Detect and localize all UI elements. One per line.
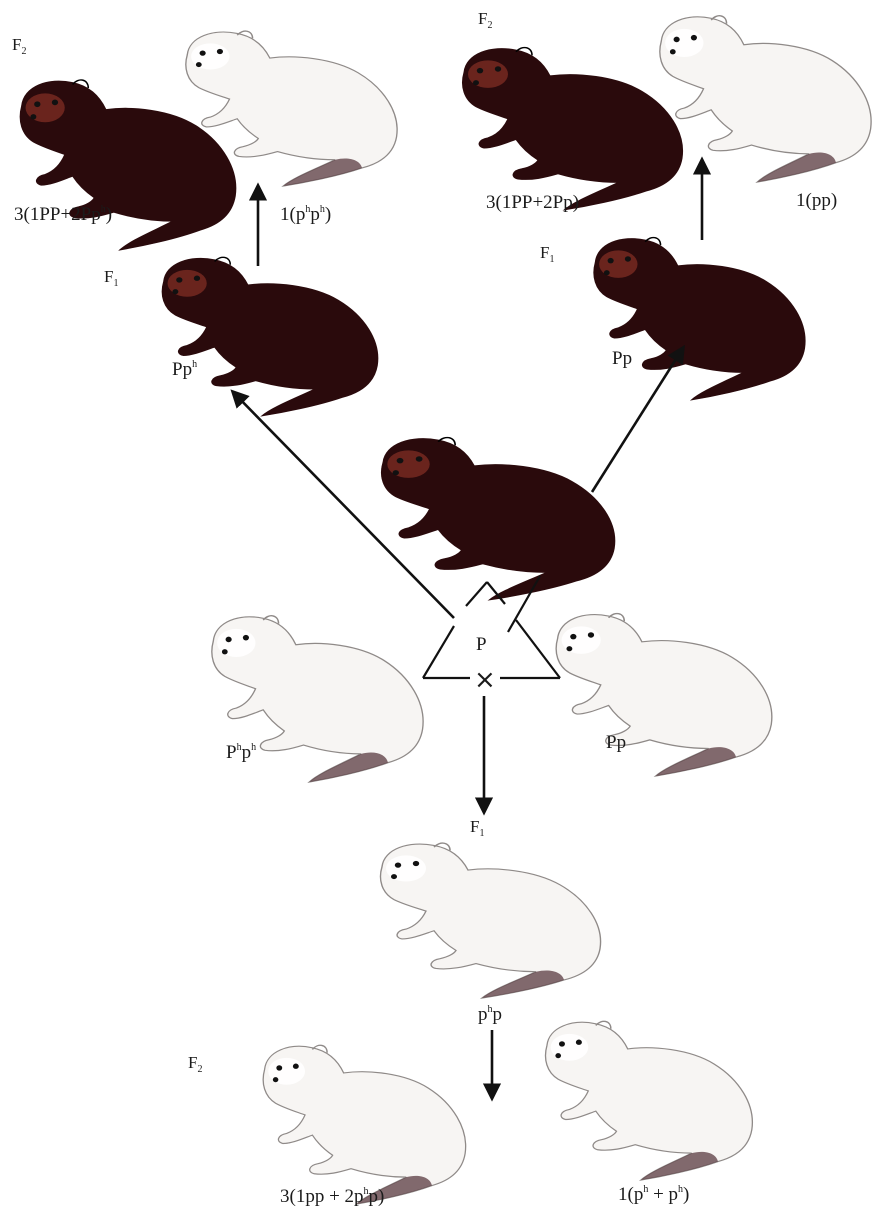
mink-f1-right-dark — [594, 238, 805, 400]
label-f2-topright: F2 — [478, 9, 492, 31]
arrow-parent-to-f1right — [592, 348, 683, 492]
genotype-f1-left: Pph — [172, 359, 197, 380]
genotype-f2-topright-white: 1(pp) — [796, 190, 837, 211]
cross-symbol: × — [474, 665, 496, 695]
genotype-f1-right: Pp — [612, 348, 632, 369]
genotype-f2-topleft-dark: 3(1PP+2Pph) — [14, 204, 112, 225]
mink-center-dark — [381, 438, 614, 600]
label-f1-right: F1 — [540, 243, 554, 265]
mink-f1-bottom-white — [381, 843, 601, 998]
genotype-f2-bottom-left: 3(1pp + 2php) — [280, 1186, 384, 1207]
label-f1-left: F1 — [104, 267, 118, 289]
genotype-f2-bottom-right: 1(ph + ph) — [618, 1184, 689, 1205]
mink-parent-right-white — [556, 614, 772, 776]
label-f2-topleft: F2 — [12, 35, 26, 57]
genotype-f1-bottom: php — [478, 1004, 502, 1025]
genotype-parent-left: Phph — [226, 742, 256, 763]
mink-f2-bottom-left-white — [263, 1045, 465, 1204]
mink-f2-topright-white — [660, 16, 871, 182]
genotype-f2-topright-dark: 3(1PP+2Pp) — [486, 192, 579, 213]
label-f2-bottom: F2 — [188, 1053, 202, 1075]
label-f1-bottom: F1 — [470, 817, 484, 839]
genotype-f2-topleft-white: 1(phph) — [280, 204, 331, 225]
mink-f2-topright-dark — [463, 48, 683, 210]
mink-f1-left-dark — [162, 257, 378, 416]
genotype-parent-right: Pp — [606, 732, 626, 753]
parent-symbol: P — [476, 634, 487, 655]
mink-f2-bottom-right-white — [546, 1021, 753, 1180]
